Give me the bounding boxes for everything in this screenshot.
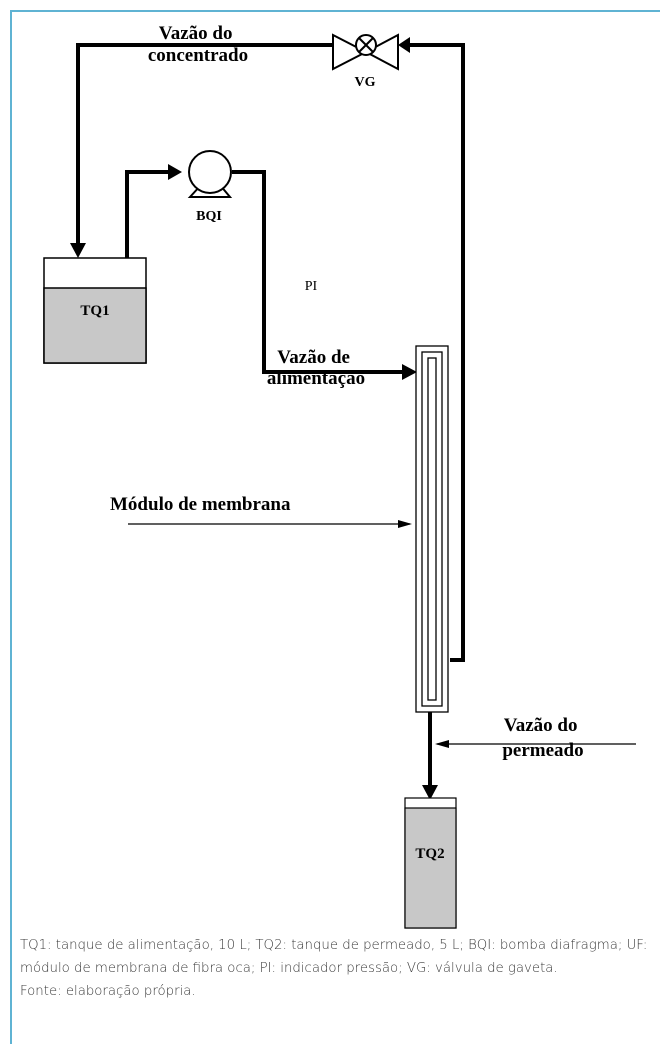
feed-arrow-icon <box>402 364 417 380</box>
pump-to-module-line <box>232 170 410 374</box>
caption-source: Fonte: elaboração própria. <box>20 984 196 999</box>
permeate-flow-label: Vazão do permeado <box>502 715 583 761</box>
permeate-tank <box>404 797 457 929</box>
concentrate-flow-label: Vazão do concentrado <box>148 23 248 66</box>
pressure-indicator-label: PI <box>305 279 318 294</box>
tank-to-pump-line <box>125 170 172 258</box>
permeate-arrow-icon <box>422 785 438 800</box>
pump-inlet-arrow-icon <box>168 164 182 180</box>
tank-inlet-arrow-icon <box>70 243 86 258</box>
concentrate-arrow-icon <box>398 37 410 53</box>
feed-tank <box>43 257 147 364</box>
caption-legend: TQ1: tanque de alimentação, 10 L; TQ2: t… <box>20 938 648 976</box>
pump-icon <box>187 150 233 198</box>
valve-label: VG <box>355 75 376 90</box>
membrane-module <box>415 345 449 713</box>
membrane-module-label: Módulo de membrana <box>110 494 291 515</box>
permeate-tank-label: TQ2 <box>415 846 444 862</box>
feed-tank-label: TQ1 <box>80 303 109 319</box>
process-diagram: Vazão do concentrado VG BQI PI TQ1 Vazão… <box>43 23 636 929</box>
feed-flow-label: Vazão de alimentação <box>267 347 365 389</box>
concentrate-return-line <box>76 43 465 662</box>
gate-valve-icon <box>332 33 399 71</box>
figure-frame <box>10 10 660 1044</box>
figure-caption: TQ1: tanque de alimentação, 10 L; TQ2: t… <box>20 934 650 1003</box>
pump-label: BQI <box>196 209 222 224</box>
